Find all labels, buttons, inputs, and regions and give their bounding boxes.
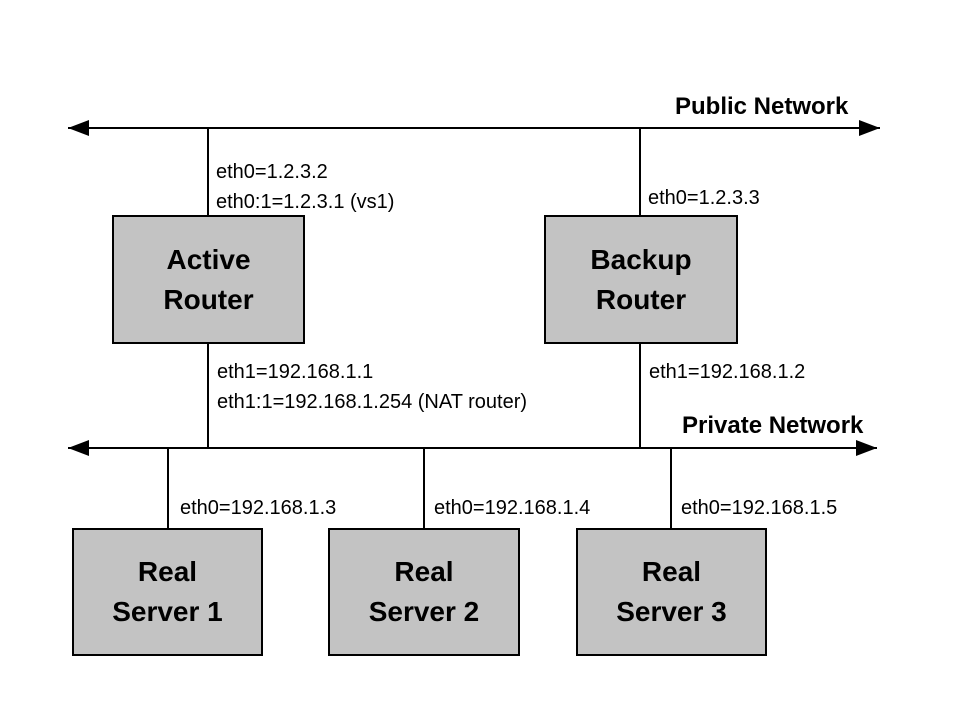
node-real-server-3-label-line1: Real xyxy=(641,556,702,587)
arrow-left-icon xyxy=(68,120,89,136)
interface-label-backup-eth1: eth1=192.168.1.2 xyxy=(649,357,805,387)
interface-label-active-eth1-line1: eth1=192.168.1.1 xyxy=(217,361,374,383)
node-active-router: Active Router xyxy=(112,215,305,344)
node-real-server-1-label-line2: Server 1 xyxy=(112,596,223,627)
interface-label-active-eth0: eth0=1.2.3.2 eth0:1=1.2.3.1 (vs1) xyxy=(216,157,394,217)
arrow-right-icon xyxy=(859,120,880,136)
interface-label-real-server-3-eth0: eth0=192.168.1.5 xyxy=(681,493,837,523)
interface-label-backup-eth0: eth0=1.2.3.3 xyxy=(648,183,760,213)
interface-label-active-eth0-alias: eth0:1=1.2.3.1 (vs1) xyxy=(216,191,395,213)
arrow-left-icon xyxy=(68,440,89,456)
connector-real-server-3 xyxy=(670,448,672,529)
interface-label-rs2-eth0-line1: eth0=192.168.1.4 xyxy=(434,497,591,519)
node-backup-router-label-line1: Backup xyxy=(590,243,692,275)
interface-label-real-server-1-eth0: eth0=192.168.1.3 xyxy=(180,493,336,523)
node-real-server-3: Real Server 3 xyxy=(576,528,767,656)
node-real-server-1-label-line1: Real xyxy=(137,556,198,587)
interface-label-backup-eth1-line1: eth1=192.168.1.2 xyxy=(649,361,806,383)
interface-label-rs3-eth0-line1: eth0=192.168.1.5 xyxy=(681,497,838,519)
interface-label-rs1-eth0-line1: eth0=192.168.1.3 xyxy=(180,497,337,519)
connector-real-server-2 xyxy=(423,448,425,529)
node-real-server-2-label-line2: Server 2 xyxy=(368,596,480,627)
node-real-server-2-label-line1: Real xyxy=(394,556,454,587)
node-active-router-label-line2: Router xyxy=(163,283,254,315)
node-real-server-3-label-line2: Server 3 xyxy=(616,596,727,627)
private-network-title: Private Network xyxy=(682,412,864,439)
arrow-right-icon xyxy=(856,440,877,456)
interface-label-active-eth0-line1: eth0=1.2.3.2 xyxy=(216,161,328,183)
interface-label-active-eth1-alias: eth1:1=192.168.1.254 (NAT router) xyxy=(217,391,528,413)
node-backup-router-label-line2: Router xyxy=(595,283,687,315)
public-network-title: Public Network xyxy=(675,93,849,120)
connector-backup-router-private xyxy=(639,342,641,448)
connector-active-router-public xyxy=(207,128,209,216)
interface-label-real-server-2-eth0: eth0=192.168.1.4 xyxy=(434,493,590,523)
node-real-server-2: Real Server 2 xyxy=(328,528,520,656)
interface-label-backup-eth0-line1: eth0=1.2.3.3 xyxy=(648,187,760,209)
node-active-router-label-line1: Active xyxy=(166,243,251,275)
private-network-line xyxy=(68,447,877,449)
connector-backup-router-public xyxy=(639,128,641,216)
public-network-line xyxy=(68,127,880,129)
connector-real-server-1 xyxy=(167,448,169,529)
connector-active-router-private xyxy=(207,342,209,448)
node-real-server-1: Real Server 1 xyxy=(72,528,263,656)
interface-label-active-eth1: eth1=192.168.1.1 eth1:1=192.168.1.254 (N… xyxy=(217,357,527,417)
node-backup-router: Backup Router xyxy=(544,215,738,344)
